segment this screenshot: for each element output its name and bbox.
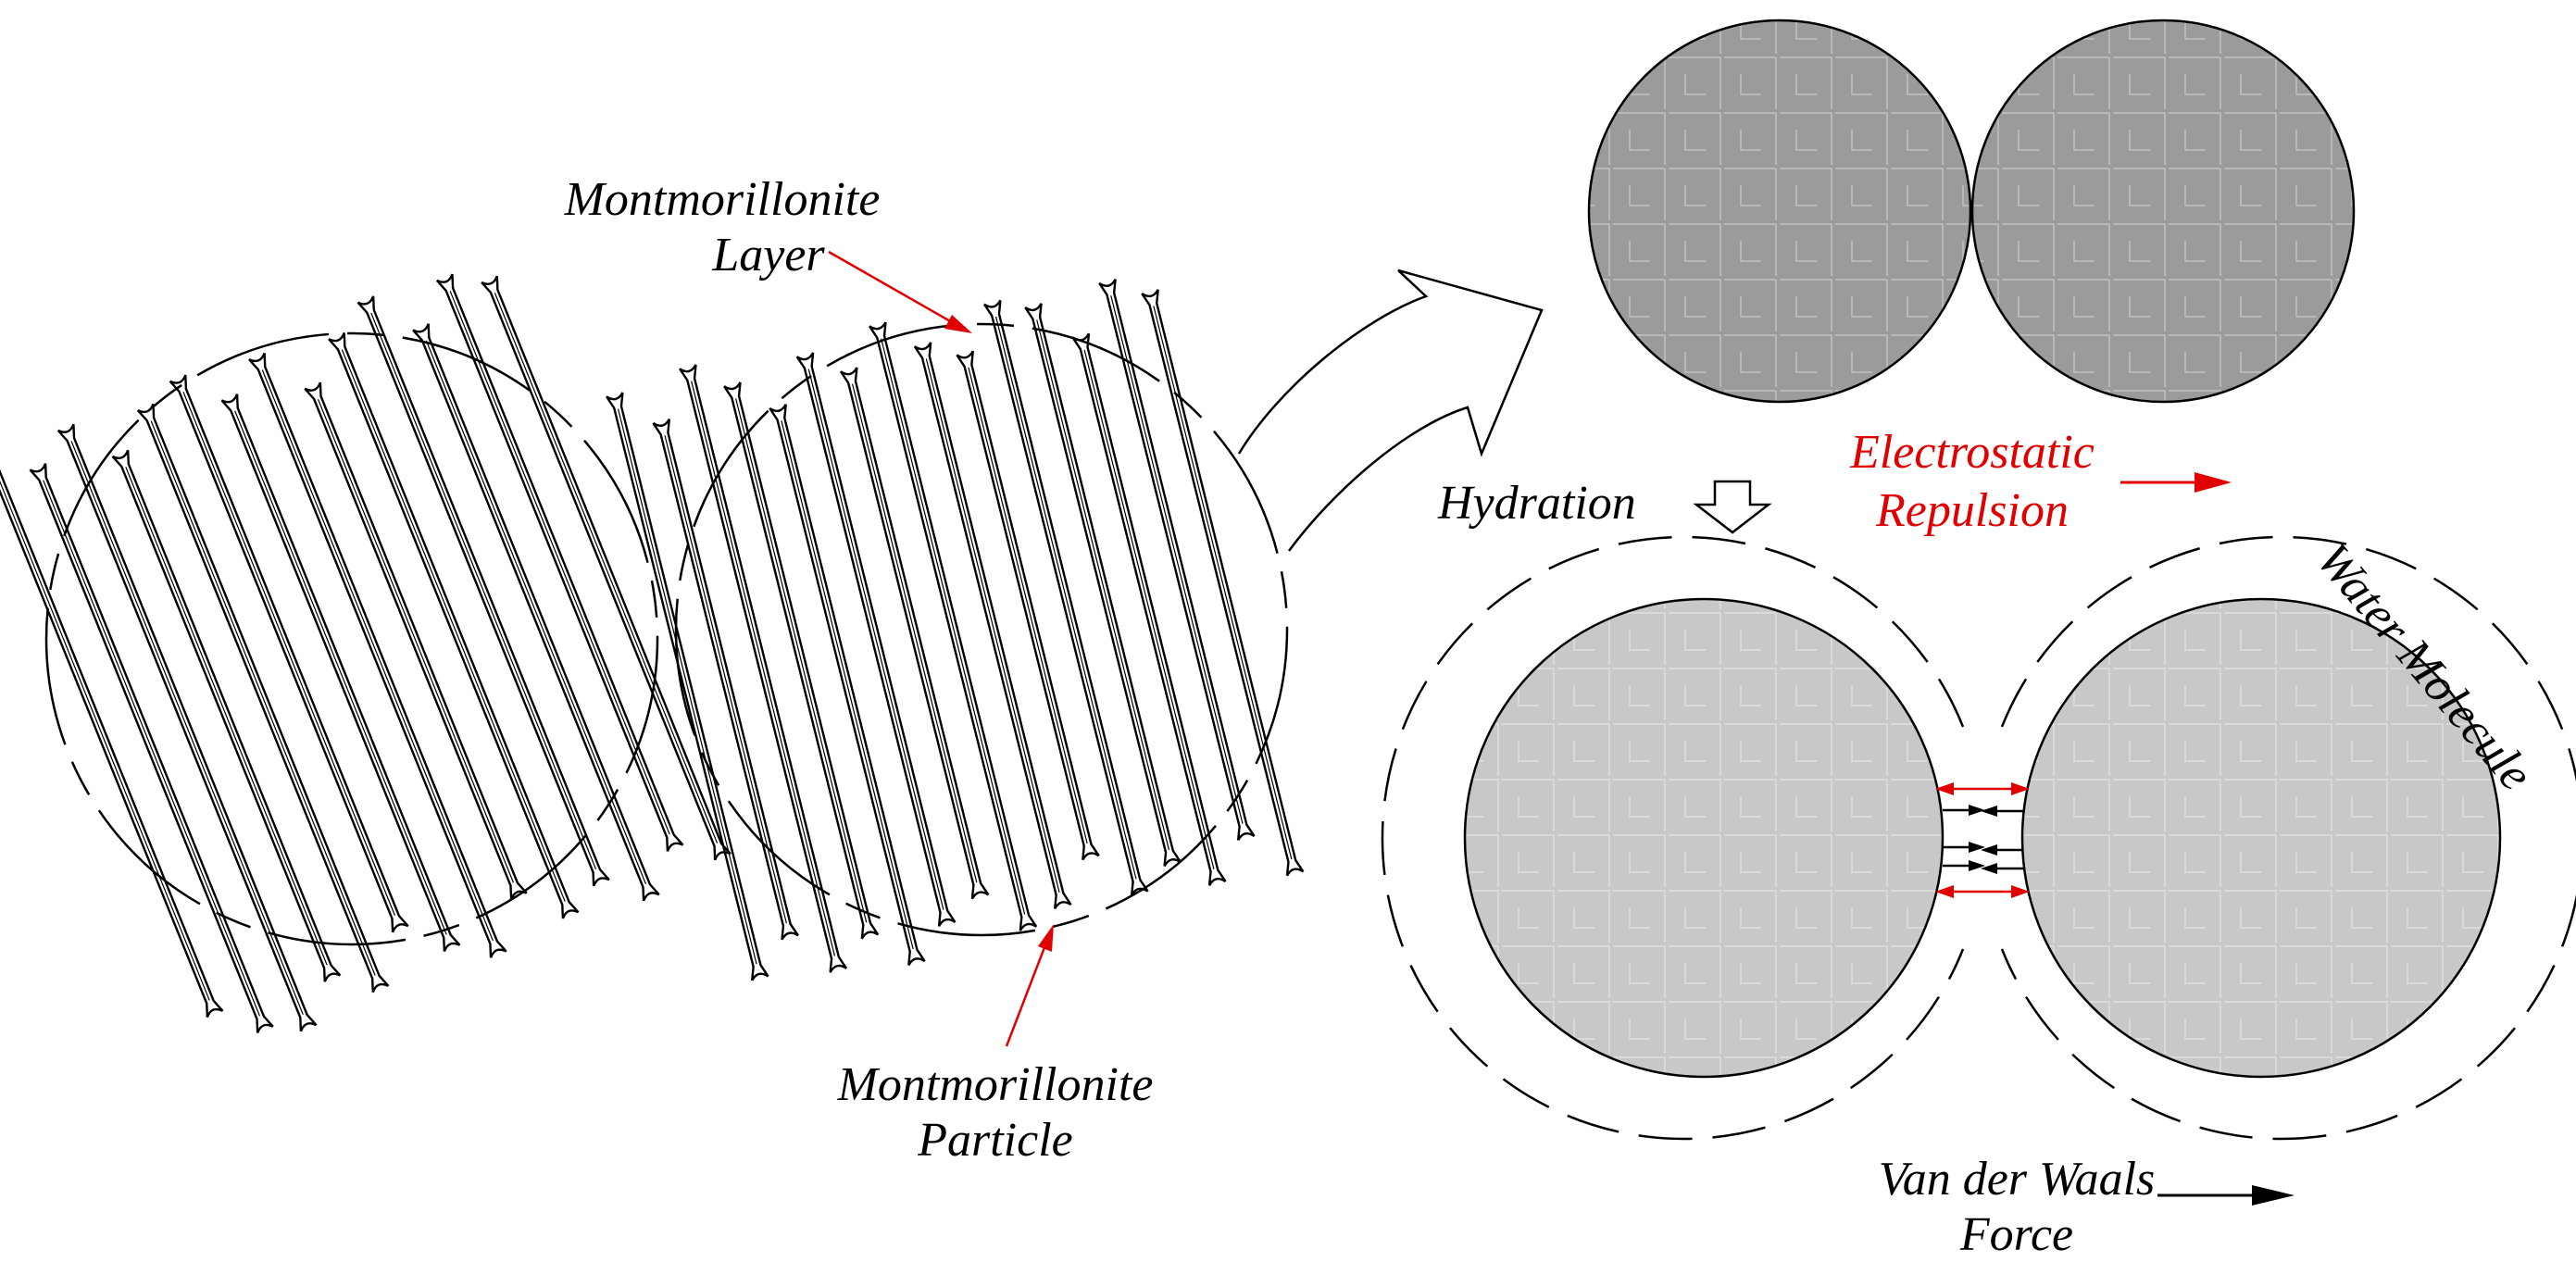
montmorillonite-layer xyxy=(1071,332,1227,887)
montmorillonite-layer xyxy=(169,374,409,933)
montmorillonite-layer xyxy=(982,299,1149,896)
montmorillonite-layer xyxy=(29,463,274,1034)
dry-particle-left xyxy=(1587,19,1972,404)
montmorillonite-layer-inner xyxy=(735,398,868,923)
label-vdw-line1: Van der Waals xyxy=(1879,1153,2156,1206)
montmorillonite-layer-inner xyxy=(182,391,396,916)
hydration-down-arrow-icon xyxy=(1693,480,1772,534)
montmorillonite-layer-inner xyxy=(925,358,1060,893)
label-hydration: Hydration xyxy=(1437,477,1636,530)
layer-stack-left xyxy=(0,273,732,1034)
legend-arrow-black xyxy=(2157,1185,2295,1206)
montmorillonite-layer-inner xyxy=(43,480,261,1017)
montmorillonite-layer-inner xyxy=(125,467,328,966)
callout-particle: Montmorillonite Particle xyxy=(837,924,1154,1167)
montmorillonite-layer-inner xyxy=(781,420,914,950)
callout-particle-arrowhead xyxy=(1038,924,1054,952)
montmorillonite-layer xyxy=(136,403,390,993)
montmorillonite-layer-inner xyxy=(425,340,647,885)
dry-particle-right xyxy=(1970,19,2356,404)
legend-arrow-red xyxy=(2120,472,2232,493)
hydrated-particle-right xyxy=(2020,597,2502,1079)
montmorillonite-layer-inner xyxy=(1083,349,1215,869)
montmorillonite-layer xyxy=(481,275,732,861)
montmorillonite-layer-inner xyxy=(851,383,978,883)
label-particle-line1: Montmorillonite xyxy=(837,1058,1154,1111)
legend-arrow-icon xyxy=(2195,472,2232,493)
montmorillonite-layer-inner xyxy=(968,367,1088,844)
montmorillonite-layer-inner xyxy=(449,291,670,835)
montmorillonite-layer xyxy=(220,394,461,953)
van-der-waals-force-arrows xyxy=(1943,805,2023,874)
montmorillonite-layer xyxy=(435,273,684,852)
montmorillonite-layer xyxy=(111,449,342,982)
montmorillonite-layer-inner xyxy=(494,293,719,843)
montmorillonite-layer-inner xyxy=(994,316,1137,880)
particle-middle-boundary xyxy=(674,322,1289,937)
montmorillonite-layer-inner xyxy=(70,441,304,1015)
montmorillonite-layer-inner xyxy=(261,369,494,942)
callout-layer: Montmorillonite Layer xyxy=(564,173,972,333)
particle-middle xyxy=(605,278,1305,981)
montmorillonite-layer xyxy=(328,331,580,919)
montmorillonite-layer xyxy=(723,381,880,940)
hydrated-particles xyxy=(1381,535,2576,1141)
montmorillonite-layer-inner xyxy=(370,312,597,870)
label-vdw-line2: Force xyxy=(1959,1208,2073,1261)
montmorillonite-layer-inner xyxy=(807,369,944,910)
montmorillonite-layer-inner xyxy=(1153,306,1293,860)
particle-left xyxy=(0,273,732,1034)
montmorillonite-layer xyxy=(769,404,926,967)
montmorillonite-layer xyxy=(356,295,610,887)
legend-arrow-icon xyxy=(2252,1185,2295,1206)
montmorillonite-layer-inner xyxy=(664,435,787,924)
montmorillonite-layer xyxy=(652,418,799,941)
montmorillonite-layer-inner xyxy=(150,420,376,976)
montmorillonite-layer-inner xyxy=(234,410,447,935)
montmorillonite-layer xyxy=(56,423,318,1032)
callout-particle-line xyxy=(1005,930,1053,1047)
montmorillonite-layer xyxy=(1024,303,1182,868)
layer-stack-middle xyxy=(605,278,1305,981)
montmorillonite-layer xyxy=(679,364,848,973)
callout-layer-line xyxy=(828,250,966,331)
montmorillonite-layer-inner xyxy=(0,460,210,1001)
montmorillonite-layer-inner xyxy=(617,408,757,965)
montmorillonite-layer xyxy=(913,342,1072,910)
montmorillonite-layer xyxy=(956,350,1100,861)
montmorillonite-layer xyxy=(1141,289,1305,877)
montmorillonite-layer xyxy=(412,323,660,902)
montmorillonite-layer xyxy=(0,444,224,1018)
montmorillonite-layer-inner xyxy=(1036,319,1170,850)
montmorillonite-layer xyxy=(1098,278,1256,842)
montmorillonite-layer xyxy=(795,352,957,927)
montmorillonite-layer xyxy=(304,381,528,900)
dry-particles xyxy=(1587,19,2356,404)
callout-layer-arrowhead xyxy=(944,315,972,333)
water-shell-right xyxy=(2000,535,2576,1141)
label-electrostatic-line1: Electrostatic xyxy=(1849,426,2095,479)
montmorillonite-layer xyxy=(869,321,1038,931)
label-layer-line2: Layer xyxy=(711,229,825,281)
large-curved-arrow-icon xyxy=(1237,269,1544,552)
montmorillonite-layer xyxy=(839,367,990,900)
montmorillonite-layer xyxy=(248,352,507,958)
label-electrostatic-line2: Repulsion xyxy=(1875,484,2069,537)
hydrated-particle-left xyxy=(1463,597,1945,1079)
water-shell-left xyxy=(1381,535,1965,1141)
montmorillonite-layer-inner xyxy=(1110,295,1244,824)
electrostatic-force-arrows xyxy=(1935,782,2030,898)
montmorillonite-layer-inner xyxy=(317,399,515,883)
montmorillonite-layer-inner xyxy=(341,349,566,903)
montmorillonite-layer xyxy=(605,392,769,981)
label-particle-line2: Particle xyxy=(917,1114,1073,1167)
montmorillonite-layer-inner xyxy=(691,381,836,956)
montmorillonite-layer-inner xyxy=(881,338,1026,915)
label-layer-line1: Montmorillonite xyxy=(564,173,881,226)
particle-left-boundary xyxy=(44,331,659,946)
